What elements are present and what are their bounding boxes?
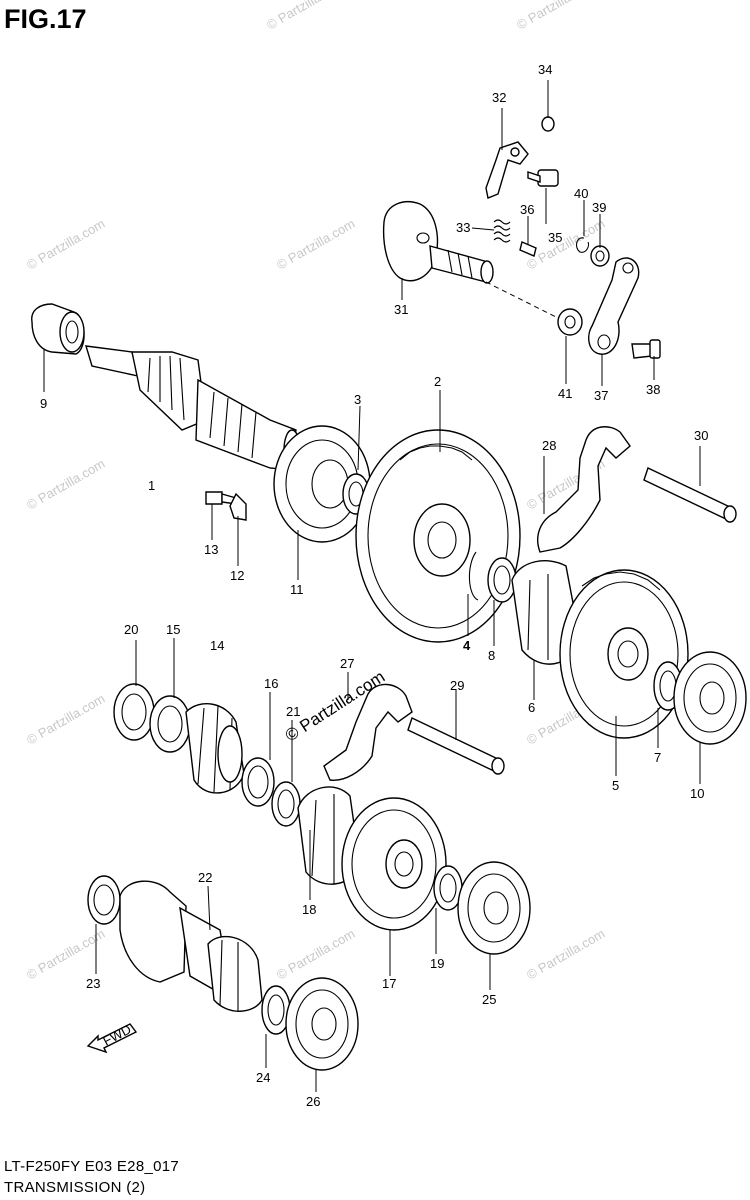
part-label: 10 — [690, 786, 704, 801]
part-label: 22 — [198, 870, 212, 885]
watermark: © Partzilla.com — [24, 216, 107, 273]
watermark: © Partzilla.com — [514, 0, 597, 33]
part-label: 20 — [124, 622, 138, 637]
watermark: © Partzilla.com — [24, 456, 107, 513]
shift-shaft-assembly — [382, 116, 661, 359]
part-label: 8 — [488, 648, 495, 663]
watermark: © Partzilla.com — [24, 926, 107, 983]
part-label: 24 — [256, 1070, 270, 1085]
bearing-26 — [261, 977, 359, 1071]
part-label: 36 — [520, 202, 534, 217]
gear-2 — [355, 429, 521, 643]
part-label: 16 — [264, 676, 278, 691]
bolt-plate — [205, 491, 247, 521]
part-label: 14 — [210, 638, 224, 653]
part-label: 2 — [434, 374, 441, 389]
part-label: 15 — [166, 622, 180, 637]
part-label: 7 — [654, 750, 661, 765]
gear-17-18 — [297, 786, 447, 931]
gear-5-6 — [511, 560, 689, 739]
part-label: 18 — [302, 902, 316, 917]
part-label: 41 — [558, 386, 572, 401]
part-label: 26 — [306, 1094, 320, 1109]
part-label: 35 — [548, 230, 562, 245]
part-label: 28 — [542, 438, 556, 453]
part-label: 19 — [430, 956, 444, 971]
fwd-arrow-icon: FWD — [86, 1022, 138, 1054]
part-label: 34 — [538, 62, 552, 77]
model-code: LT-F250FY E03 E28_017 — [4, 1158, 180, 1175]
part-label: 21 — [286, 704, 300, 719]
fwd-label: FWD — [100, 1022, 133, 1049]
watermark: © Partzilla.com — [274, 216, 357, 273]
part-label: 40 — [574, 186, 588, 201]
drive-shaft-22 — [87, 875, 263, 1012]
part-label: 17 — [382, 976, 396, 991]
part-label: 13 — [204, 542, 218, 557]
part-label: 29 — [450, 678, 464, 693]
part-label: 37 — [594, 388, 608, 403]
part-label: 30 — [694, 428, 708, 443]
leader-lines — [43, 80, 701, 1092]
shift-fork-28 — [537, 426, 737, 553]
part-label: 4 — [463, 638, 471, 653]
gear-14 — [113, 683, 245, 794]
counter-shaft — [31, 303, 301, 471]
part-label: 38 — [646, 382, 660, 397]
figure-caption: TRANSMISSION (2) — [4, 1179, 146, 1196]
part-label: 39 — [592, 200, 606, 215]
figure-title: FIG.17 — [4, 4, 87, 34]
part-label: 5 — [612, 778, 619, 793]
part-label: 9 — [40, 396, 47, 411]
part-label: 31 — [394, 302, 408, 317]
watermark: © Partzilla.com — [274, 926, 357, 983]
bearing-10 — [653, 651, 747, 745]
watermark: © Partzilla.com — [524, 926, 607, 983]
part-label: 32 — [492, 90, 506, 105]
part-label: 33 — [456, 220, 470, 235]
part-label: 12 — [230, 568, 244, 583]
part-label: 6 — [528, 700, 535, 715]
part-label: 11 — [290, 582, 304, 597]
watermark: © Partzilla.com — [24, 691, 107, 748]
part-label: 3 — [354, 392, 361, 407]
part-label: 1 — [148, 478, 155, 493]
bearing-25 — [433, 861, 531, 955]
shift-fork-27 — [323, 683, 505, 781]
circlip-washer — [468, 551, 517, 603]
part-label: 25 — [482, 992, 496, 1007]
gear-11 — [273, 425, 371, 543]
washer-16-21 — [241, 757, 301, 827]
part-label: 27 — [340, 656, 354, 671]
watermark: © Partzilla.com — [264, 0, 347, 33]
part-number-labels: 1 2 3 4 5 6 7 8 9 10 11 12 13 14 15 16 1… — [40, 62, 708, 1109]
part-label: 23 — [86, 976, 100, 991]
